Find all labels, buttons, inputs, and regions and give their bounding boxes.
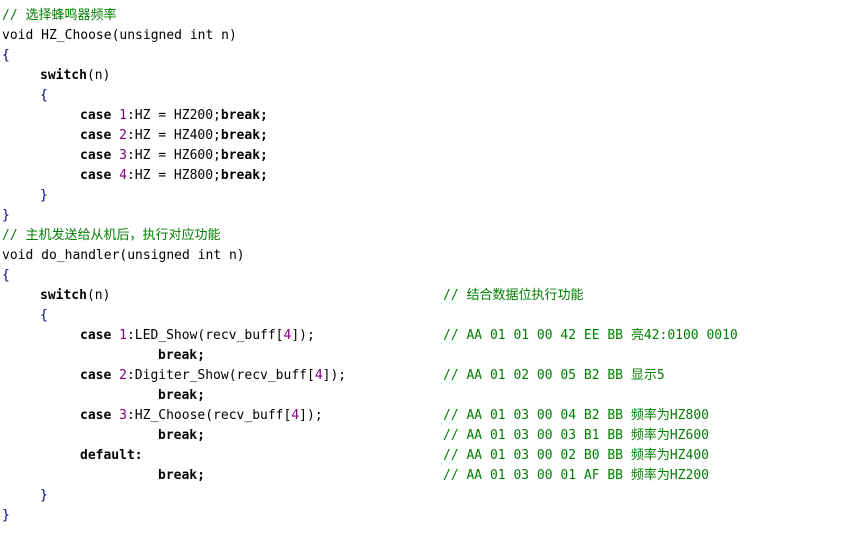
number-literal: 4 xyxy=(314,368,323,383)
brace: { xyxy=(2,268,10,283)
code-line-12: // 主机发送给从机后，执行对应功能 xyxy=(2,226,220,246)
code-line-6: case 1:HZ = HZ200;break; xyxy=(80,106,268,126)
comment: // AA 01 03 00 03 B1 BB 频率为HZ600 xyxy=(443,428,709,443)
code-line-25: } xyxy=(40,486,48,506)
comment: // 主机发送给从机后，执行对应功能 xyxy=(2,228,221,243)
brace: } xyxy=(40,488,48,503)
comment: // 结合数据位执行功能 xyxy=(443,288,584,303)
brace: { xyxy=(40,308,48,323)
number-literal: 2 xyxy=(119,368,127,383)
keyword: case xyxy=(80,128,120,143)
code-text: ]); xyxy=(291,328,315,343)
code-line-24: break; // AA 01 03 00 01 AF BB 频率为HZ200 xyxy=(0,466,857,486)
brace: { xyxy=(2,48,10,63)
code-text: :HZ = HZ800; xyxy=(126,168,221,183)
brace: } xyxy=(2,208,10,223)
keyword: break; xyxy=(158,388,205,403)
code-line-21: case 3:HZ_Choose(recv_buff[4]); // AA 01 … xyxy=(0,406,857,426)
code-line-23: default: // AA 01 03 00 02 B0 BB 频率为HZ400 xyxy=(0,446,857,466)
code-line-4: switch(n) xyxy=(40,66,110,86)
code-segment: default: xyxy=(80,446,143,466)
code-text: (n) xyxy=(86,288,111,303)
number-literal: 4 xyxy=(119,168,127,183)
comment: // 选择蜂鸣器频率 xyxy=(2,8,117,23)
comment: // AA 01 03 00 02 B0 BB 频率为HZ400 xyxy=(443,448,709,463)
code-line-26: } xyxy=(2,506,10,526)
code-segment: break; xyxy=(158,426,205,446)
code-line-11: } xyxy=(2,206,10,226)
code-line-14: { xyxy=(2,266,10,286)
keyword: case xyxy=(80,328,120,343)
code-line-17: case 1:LED_Show(recv_buff[4]); // AA 01 0… xyxy=(0,326,857,346)
function-signature: void do_handler(unsigned int n) xyxy=(2,248,245,263)
comment: // AA 01 01 00 42 EE BB 亮42:0100 0010 xyxy=(443,328,738,343)
code-line-8: case 3:HZ = HZ600;break; xyxy=(80,146,268,166)
keyword: case xyxy=(80,148,120,163)
brace: } xyxy=(2,508,10,523)
code-line-22: break; // AA 01 03 00 03 B1 BB 频率为HZ600 xyxy=(0,426,857,446)
code-text: ]); xyxy=(322,368,347,383)
code-text: :LED_Show(recv_buff[ xyxy=(126,328,284,343)
keyword: break; xyxy=(220,148,268,163)
code-line-5: { xyxy=(40,86,48,106)
brace: } xyxy=(40,188,48,203)
keyword: switch xyxy=(40,68,87,83)
keyword: break; xyxy=(220,108,268,123)
function-signature: void HZ_Choose(unsigned int n) xyxy=(2,28,237,43)
number-literal: 1 xyxy=(119,108,127,123)
code-line-2: void HZ_Choose(unsigned int n) xyxy=(2,26,237,46)
code-line-3: { xyxy=(2,46,10,66)
keyword: default: xyxy=(80,448,143,463)
number-literal: 1 xyxy=(119,328,127,343)
code-segment: case 3:HZ_Choose(recv_buff[4]); xyxy=(80,406,323,426)
code-text: :HZ_Choose(recv_buff[ xyxy=(126,408,292,423)
keyword: case xyxy=(80,108,120,123)
code-segment: case 1:LED_Show(recv_buff[4]); xyxy=(80,326,315,346)
code-line-13: void do_handler(unsigned int n) xyxy=(2,246,245,266)
code-line-9: case 4:HZ = HZ800;break; xyxy=(80,166,268,186)
code-text: ]); xyxy=(299,408,323,423)
keyword: case xyxy=(80,368,120,383)
code-text: :Digiter_Show(recv_buff[ xyxy=(126,368,315,383)
code-line-20: break; xyxy=(158,386,205,406)
code-line-16: { xyxy=(40,306,48,326)
keyword: switch xyxy=(40,288,87,303)
code-line-19: case 2:Digiter_Show(recv_buff[4]); // AA … xyxy=(0,366,857,386)
keyword: case xyxy=(80,408,120,423)
number-literal: 3 xyxy=(119,148,127,163)
code-text: :HZ = HZ400; xyxy=(126,128,221,143)
code-line-18: break; xyxy=(158,346,205,366)
comment: // AA 01 03 00 04 B2 BB 频率为HZ800 xyxy=(443,408,709,423)
code-text: (n) xyxy=(86,68,111,83)
keyword: break; xyxy=(158,348,205,363)
code-line-15: switch(n) // 结合数据位执行功能 xyxy=(0,286,857,306)
code-line-10: } xyxy=(40,186,48,206)
comment: // AA 01 02 00 05 B2 BB 显示5 xyxy=(443,368,665,383)
number-literal: 4 xyxy=(291,408,300,423)
keyword: break; xyxy=(158,468,205,483)
code-line-1: // 选择蜂鸣器频率 xyxy=(2,6,116,26)
code-line-7: case 2:HZ = HZ400;break; xyxy=(80,126,268,146)
keyword: break; xyxy=(158,428,205,443)
code-segment: switch(n) xyxy=(40,286,110,306)
code-text: :HZ = HZ600; xyxy=(126,148,221,163)
keyword: break; xyxy=(220,128,268,143)
code-text: :HZ = HZ200; xyxy=(126,108,221,123)
comment: // AA 01 03 00 01 AF BB 频率为HZ200 xyxy=(443,468,709,483)
keyword: break; xyxy=(220,168,268,183)
code-segment: case 2:Digiter_Show(recv_buff[4]); xyxy=(80,366,346,386)
keyword: case xyxy=(80,168,120,183)
number-literal: 2 xyxy=(119,128,127,143)
number-literal: 3 xyxy=(119,408,127,423)
code-segment: break; xyxy=(158,466,205,486)
number-literal: 4 xyxy=(283,328,292,343)
brace: { xyxy=(40,88,48,103)
